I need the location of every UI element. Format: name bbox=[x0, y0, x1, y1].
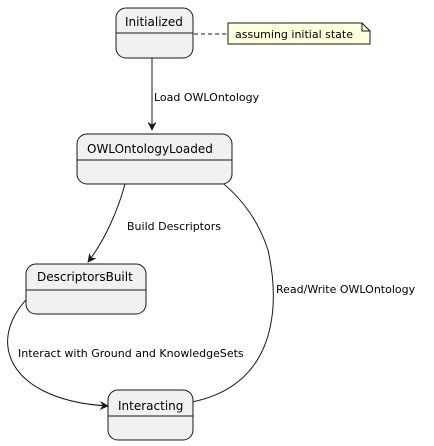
note-box bbox=[227, 22, 371, 45]
transition-load: Load OWLOntology bbox=[147, 58, 260, 131]
state-owl-ontology-loaded-label: OWLOntologyLoaded bbox=[87, 142, 213, 156]
state-interacting: Interacting bbox=[107, 389, 194, 441]
state-descriptors-built: DescriptorsBuilt bbox=[25, 263, 147, 315]
transition-load-label: Load OWLOntology bbox=[154, 91, 260, 104]
transition-interact: Interact with Ground and KnowledgeSets bbox=[7, 283, 244, 411]
state-descriptors-built-label: DescriptorsBuilt bbox=[37, 270, 133, 284]
transition-build: Build Descriptors bbox=[87, 183, 221, 263]
state-owl-ontology-loaded: OWLOntologyLoaded bbox=[76, 133, 233, 185]
note-text: assuming initial state bbox=[235, 28, 353, 41]
state-initialized-label: Initialized bbox=[125, 15, 183, 29]
state-initialized: Initialized bbox=[115, 7, 194, 59]
note: assuming initial state bbox=[227, 22, 371, 45]
note-fold bbox=[361, 23, 370, 32]
state-interacting-label: Interacting bbox=[118, 399, 183, 413]
state-owl-ontology-loaded-box bbox=[76, 133, 233, 185]
state-interacting-box bbox=[107, 389, 194, 441]
transition-interact-arrow bbox=[7, 283, 109, 411]
state-descriptors-built-box bbox=[25, 263, 147, 315]
transition-build-label: Build Descriptors bbox=[127, 220, 221, 233]
transition-build-arrow bbox=[87, 183, 126, 263]
transition-readwrite: Read/Write OWLOntology bbox=[191, 167, 416, 403]
transition-readwrite-arrow bbox=[191, 167, 274, 403]
transition-readwrite-label: Read/Write OWLOntology bbox=[276, 283, 416, 296]
transition-interact-label: Interact with Ground and KnowledgeSets bbox=[18, 347, 244, 360]
